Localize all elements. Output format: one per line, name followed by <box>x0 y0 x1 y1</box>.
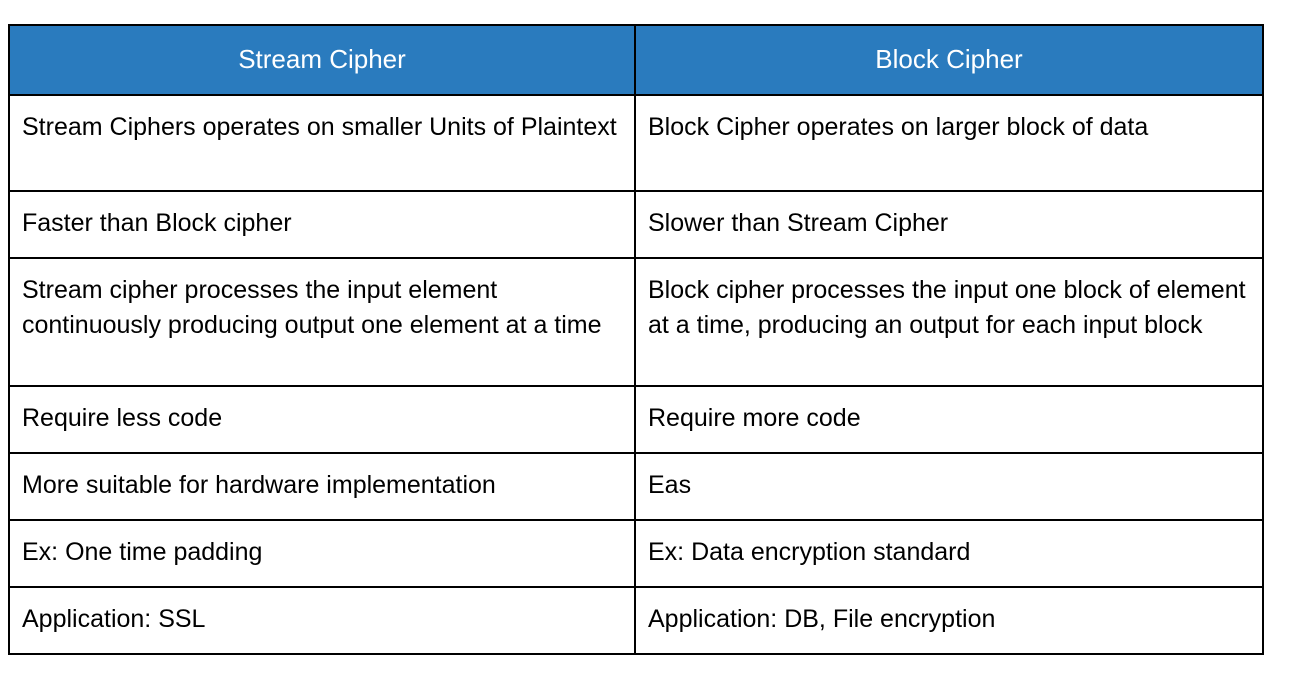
column-header-block-cipher: Block Cipher <box>634 24 1264 96</box>
table-row: Stream cipher processes the input elemen… <box>8 257 1264 387</box>
cell-block-cipher: Require more code <box>634 385 1264 454</box>
table-header: Stream Cipher Block Cipher <box>8 24 1264 96</box>
cell-stream-cipher: Stream Ciphers operates on smaller Units… <box>8 94 636 192</box>
table-row: Ex: One time padding Ex: Data encryption… <box>8 519 1264 588</box>
cell-stream-cipher: Stream cipher processes the input elemen… <box>8 257 636 387</box>
table-row: Faster than Block cipher Slower than Str… <box>8 190 1264 259</box>
cell-stream-cipher: Application: SSL <box>8 586 636 655</box>
header-row: Stream Cipher Block Cipher <box>8 24 1264 96</box>
cell-block-cipher: Slower than Stream Cipher <box>634 190 1264 259</box>
cell-block-cipher: Application: DB, File encryption <box>634 586 1264 655</box>
table-row: Stream Ciphers operates on smaller Units… <box>8 94 1264 192</box>
table-row: Application: SSL Application: DB, File e… <box>8 586 1264 655</box>
column-header-stream-cipher: Stream Cipher <box>8 24 636 96</box>
cell-block-cipher: Ex: Data encryption standard <box>634 519 1264 588</box>
cell-stream-cipher: More suitable for hardware implementatio… <box>8 452 636 521</box>
cell-stream-cipher: Require less code <box>8 385 636 454</box>
table-body: Stream Ciphers operates on smaller Units… <box>8 94 1264 655</box>
table-row: Require less code Require more code <box>8 385 1264 454</box>
table-row: More suitable for hardware implementatio… <box>8 452 1264 521</box>
cell-block-cipher: Eas <box>634 452 1264 521</box>
cell-block-cipher: Block cipher processes the input one blo… <box>634 257 1264 387</box>
cell-stream-cipher: Faster than Block cipher <box>8 190 636 259</box>
cipher-comparison-table: Stream Cipher Block Cipher Stream Cipher… <box>8 24 1264 655</box>
cell-stream-cipher: Ex: One time padding <box>8 519 636 588</box>
cell-block-cipher: Block Cipher operates on larger block of… <box>634 94 1264 192</box>
